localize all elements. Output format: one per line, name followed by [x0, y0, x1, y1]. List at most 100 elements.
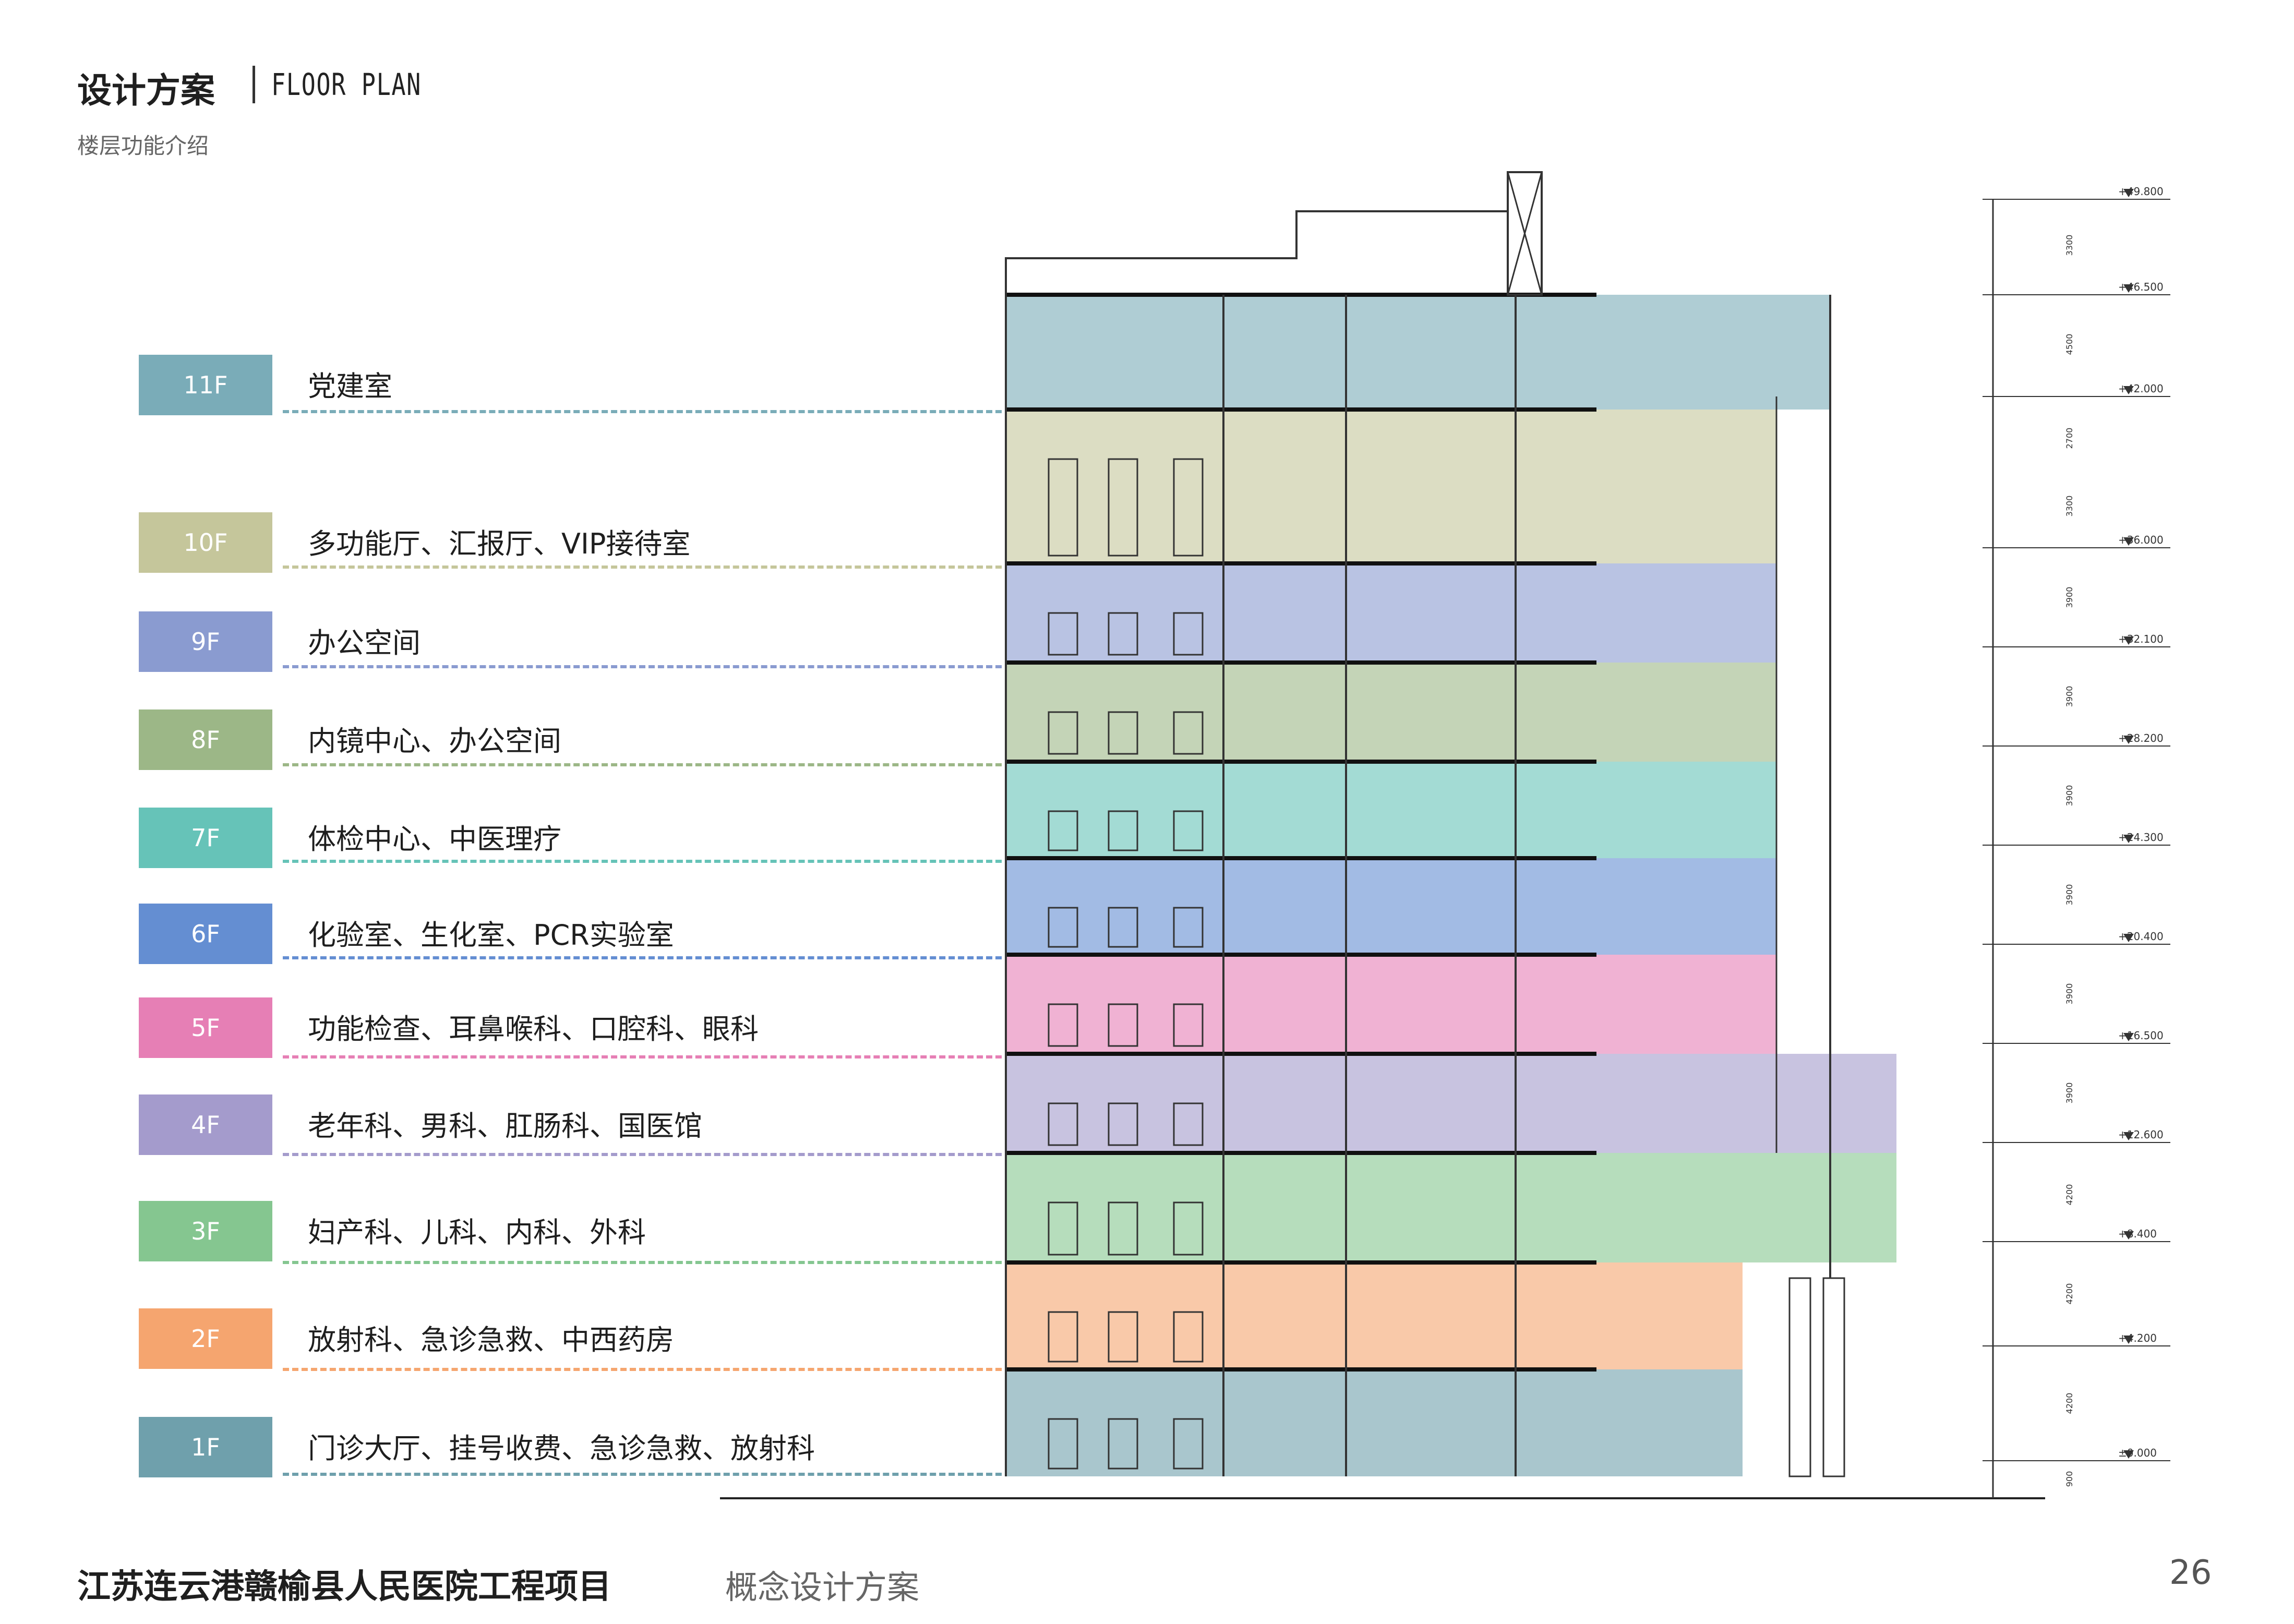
- window: [1108, 907, 1138, 948]
- elevation-marker-icon: [2123, 1450, 2134, 1459]
- floor-leader-line: [283, 1473, 1002, 1476]
- elevation-marker-icon: [2123, 284, 2134, 293]
- floor-height-dimension: 4200: [2064, 1283, 2074, 1305]
- elevation-marker-icon: [2123, 835, 2134, 843]
- roof-mast: [1507, 171, 1543, 296]
- floor-band-3f: [1006, 1153, 1896, 1262]
- floor-height-dimension: 4200: [2064, 1184, 2074, 1206]
- window: [1173, 810, 1204, 851]
- window: [1108, 810, 1138, 851]
- window: [1108, 711, 1138, 755]
- floor-band-11f: [1006, 295, 1830, 410]
- elevation-label: +46.500: [2118, 281, 2164, 293]
- floor-leader-line: [283, 1153, 1002, 1156]
- floor-badge-10f: 10F: [139, 512, 272, 573]
- elevation-marker-icon: [2123, 189, 2134, 197]
- elevation-label: +32.100: [2118, 633, 2164, 645]
- mast-brace: [1507, 172, 1543, 295]
- floor-function-label: 党建室: [308, 370, 392, 403]
- project-name: 江苏连云港赣榆县人民医院工程项目: [77, 1568, 611, 1606]
- elevation-marker-icon: [2123, 934, 2134, 942]
- elevation-marker-icon: [2123, 1231, 2134, 1240]
- floor-function-label: 放射科、急诊急救、中西药房: [308, 1324, 674, 1356]
- elevation-marker-icon: [2123, 636, 2134, 645]
- window: [1108, 1003, 1138, 1047]
- floor-height-dimension: 3900: [2064, 785, 2074, 807]
- elevation-scale: +49.800+46.500+42.000+36.000+32.100+28.2…: [1983, 185, 2170, 1498]
- floor-function-label: 内镜中心、办公空间: [308, 725, 561, 757]
- title-separator: [253, 66, 255, 103]
- window: [1108, 458, 1138, 557]
- floor-function-label: 办公空间: [308, 627, 421, 659]
- window: [1173, 1003, 1204, 1047]
- window: [1108, 1418, 1138, 1470]
- floor-height-dimension: 3300: [2064, 235, 2074, 256]
- window: [1048, 458, 1078, 557]
- floor-band-10f: [1006, 410, 1776, 563]
- floor-leader-line: [283, 665, 1002, 668]
- floor-badge-7f: 7F: [139, 808, 272, 868]
- elevation-label: +36.000: [2118, 534, 2164, 546]
- window: [1173, 1418, 1204, 1470]
- window: [1173, 1311, 1204, 1363]
- window: [1108, 1201, 1138, 1256]
- floor-leader-line: [283, 566, 1002, 569]
- floor-function-label: 功能检查、耳鼻喉科、口腔科、眼科: [308, 1013, 759, 1045]
- window: [1173, 711, 1204, 755]
- entrance-column: [1788, 1277, 1811, 1477]
- window: [1048, 907, 1078, 948]
- window: [1173, 1201, 1204, 1256]
- elevation-label: +20.400: [2118, 930, 2164, 943]
- floor-badge-5f: 5F: [139, 997, 272, 1058]
- floor-function-label: 门诊大厅、挂号收费、急诊急救、放射科: [308, 1432, 815, 1465]
- floor-leader-line: [283, 1368, 1002, 1371]
- window: [1048, 1003, 1078, 1047]
- page-subtitle: 楼层功能介绍: [77, 133, 209, 159]
- entrance-column: [1822, 1277, 1845, 1477]
- elevation-label: +4.200: [2118, 1332, 2157, 1344]
- window: [1048, 1201, 1078, 1256]
- floor-badge-1f: 1F: [139, 1417, 272, 1477]
- floor-height-dimension: 3900: [2064, 884, 2074, 906]
- elevation-label: ±0.000: [2118, 1447, 2157, 1459]
- floor-function-label: 多功能厅、汇报厅、VIP接待室: [308, 527, 691, 560]
- design-phase: 概念设计方案: [725, 1568, 920, 1606]
- window: [1173, 1102, 1204, 1146]
- floor-band-6f: [1006, 858, 1776, 955]
- elevation-label: +28.200: [2118, 732, 2164, 744]
- window: [1108, 1102, 1138, 1146]
- floor-height-dimension: 3900: [2064, 587, 2074, 608]
- floor-function-label: 化验室、生化室、PCR实验室: [308, 919, 674, 952]
- elevation-label: +24.300: [2118, 831, 2164, 844]
- floor-badge-11f: 11F: [139, 355, 272, 415]
- window: [1048, 612, 1078, 656]
- floor-leader-line: [283, 1055, 1002, 1058]
- floor-function-label: 体检中心、中医理疗: [308, 823, 561, 856]
- floor-height-dimension: 3900: [2064, 686, 2074, 707]
- elevation-marker-icon: [2123, 1132, 2134, 1140]
- elevation-marker-icon: [2123, 386, 2134, 394]
- window: [1048, 810, 1078, 851]
- floor-band-7f: [1006, 762, 1776, 858]
- floor-leader-line: [283, 860, 1002, 863]
- floor-badge-6f: 6F: [139, 904, 272, 964]
- floor-height-dimension: 900: [2064, 1471, 2074, 1487]
- floor-leader-line: [283, 410, 1002, 413]
- elevation-marker-icon: [2123, 736, 2134, 744]
- floor-leader-line: [283, 956, 1002, 959]
- elevation-label: +12.600: [2118, 1128, 2164, 1141]
- floor-band-1f: [1006, 1369, 1743, 1476]
- elevation-marker-icon: [2123, 1336, 2134, 1344]
- floor-height-dimension: 2700: [2064, 428, 2074, 449]
- window: [1048, 1311, 1078, 1363]
- page-title-english: FLOOR PLAN: [271, 67, 422, 102]
- floor-function-label: 老年科、男科、肛肠科、国医馆: [308, 1110, 702, 1142]
- floor-badge-8f: 8F: [139, 709, 272, 770]
- window: [1048, 711, 1078, 755]
- window: [1173, 458, 1204, 557]
- floor-height-dimension: 4500: [2064, 334, 2074, 355]
- window: [1108, 1311, 1138, 1363]
- page-number: 26: [2169, 1554, 2212, 1592]
- floor-function-label: 妇产科、儿科、内科、外科: [308, 1216, 646, 1249]
